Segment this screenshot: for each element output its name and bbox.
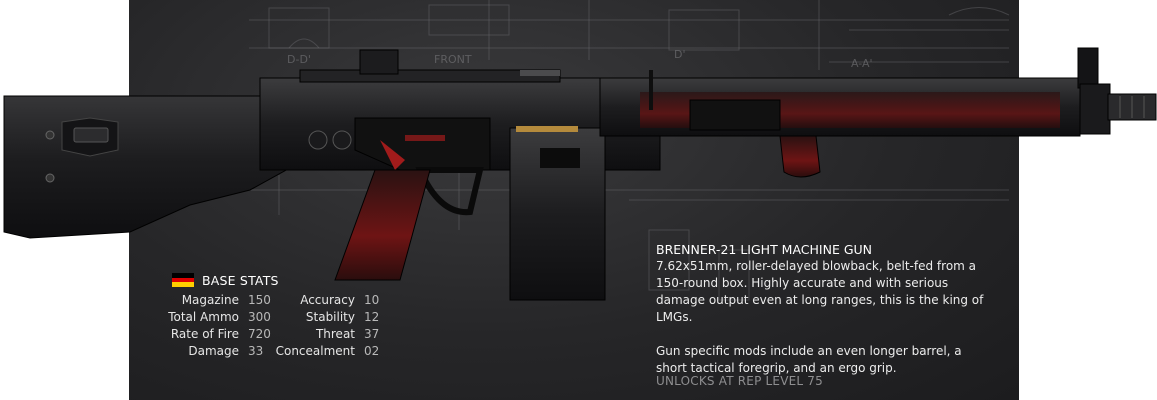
stat-value: 10: [364, 293, 380, 307]
pistol-grip: [334, 169, 431, 281]
stat-value: 150: [248, 293, 271, 307]
stat-label: Accuracy: [300, 293, 355, 307]
stat-label: Rate of Fire: [170, 327, 239, 341]
germany-flag-icon: [172, 273, 194, 288]
stat-value: 300: [248, 310, 271, 324]
blueprint-label-aa: A-A': [851, 57, 873, 70]
stat-concealment: Concealment 02: [270, 343, 394, 360]
weapon-name: BRENNER-21 LIGHT MACHINE GUN: [656, 242, 873, 257]
stat-magazine: Magazine 150: [150, 292, 278, 309]
base-stats-left-column: Magazine 150 Total Ammo 300 Rate of Fire…: [150, 292, 278, 360]
stat-threat: Threat 37: [270, 326, 394, 343]
base-stats-header: BASE STATS: [172, 272, 279, 288]
stat-label: Stability: [305, 310, 355, 324]
stat-rate-of-fire: Rate of Fire 720: [150, 326, 278, 343]
base-stats-title: BASE STATS: [202, 272, 279, 288]
stat-accuracy: Accuracy 10: [270, 292, 394, 309]
weapon-description-text: 7.62x51mm, roller-delayed blowback, belt…: [656, 259, 984, 324]
stat-value: 12: [364, 310, 380, 324]
stat-label: Concealment: [275, 344, 355, 358]
unlock-requirement: UNLOCKS AT REP LEVEL 75: [656, 374, 823, 388]
stock-shape: [3, 79, 291, 239]
foregrip: [779, 135, 821, 178]
blueprint-label-d: D': [674, 48, 686, 61]
weapon-image: [3, 47, 1157, 301]
stat-label: Threat: [315, 327, 355, 341]
blueprint-label-dd: D-D': [287, 53, 311, 66]
stat-label: Total Ammo: [168, 310, 239, 324]
stat-total-ammo: Total Ammo 300: [150, 309, 278, 326]
stat-stability: Stability 12: [270, 309, 394, 326]
base-stats-right-column: Accuracy 10 Stability 12 Threat 37 Conce…: [270, 292, 394, 360]
weapon-mods-text: Gun specific mods include an even longer…: [656, 344, 962, 375]
weapon-description: BRENNER-21 LIGHT MACHINE GUN 7.62x51mm, …: [656, 241, 986, 377]
stat-value: 37: [364, 327, 380, 341]
stat-value: 02: [364, 344, 380, 358]
stat-value: 33: [248, 344, 264, 358]
stat-label: Damage: [188, 344, 239, 358]
stat-damage: Damage 33: [150, 343, 278, 360]
stat-value: 720: [248, 327, 271, 341]
blueprint-label-front: FRONT: [434, 53, 472, 66]
stat-label: Magazine: [181, 293, 239, 307]
